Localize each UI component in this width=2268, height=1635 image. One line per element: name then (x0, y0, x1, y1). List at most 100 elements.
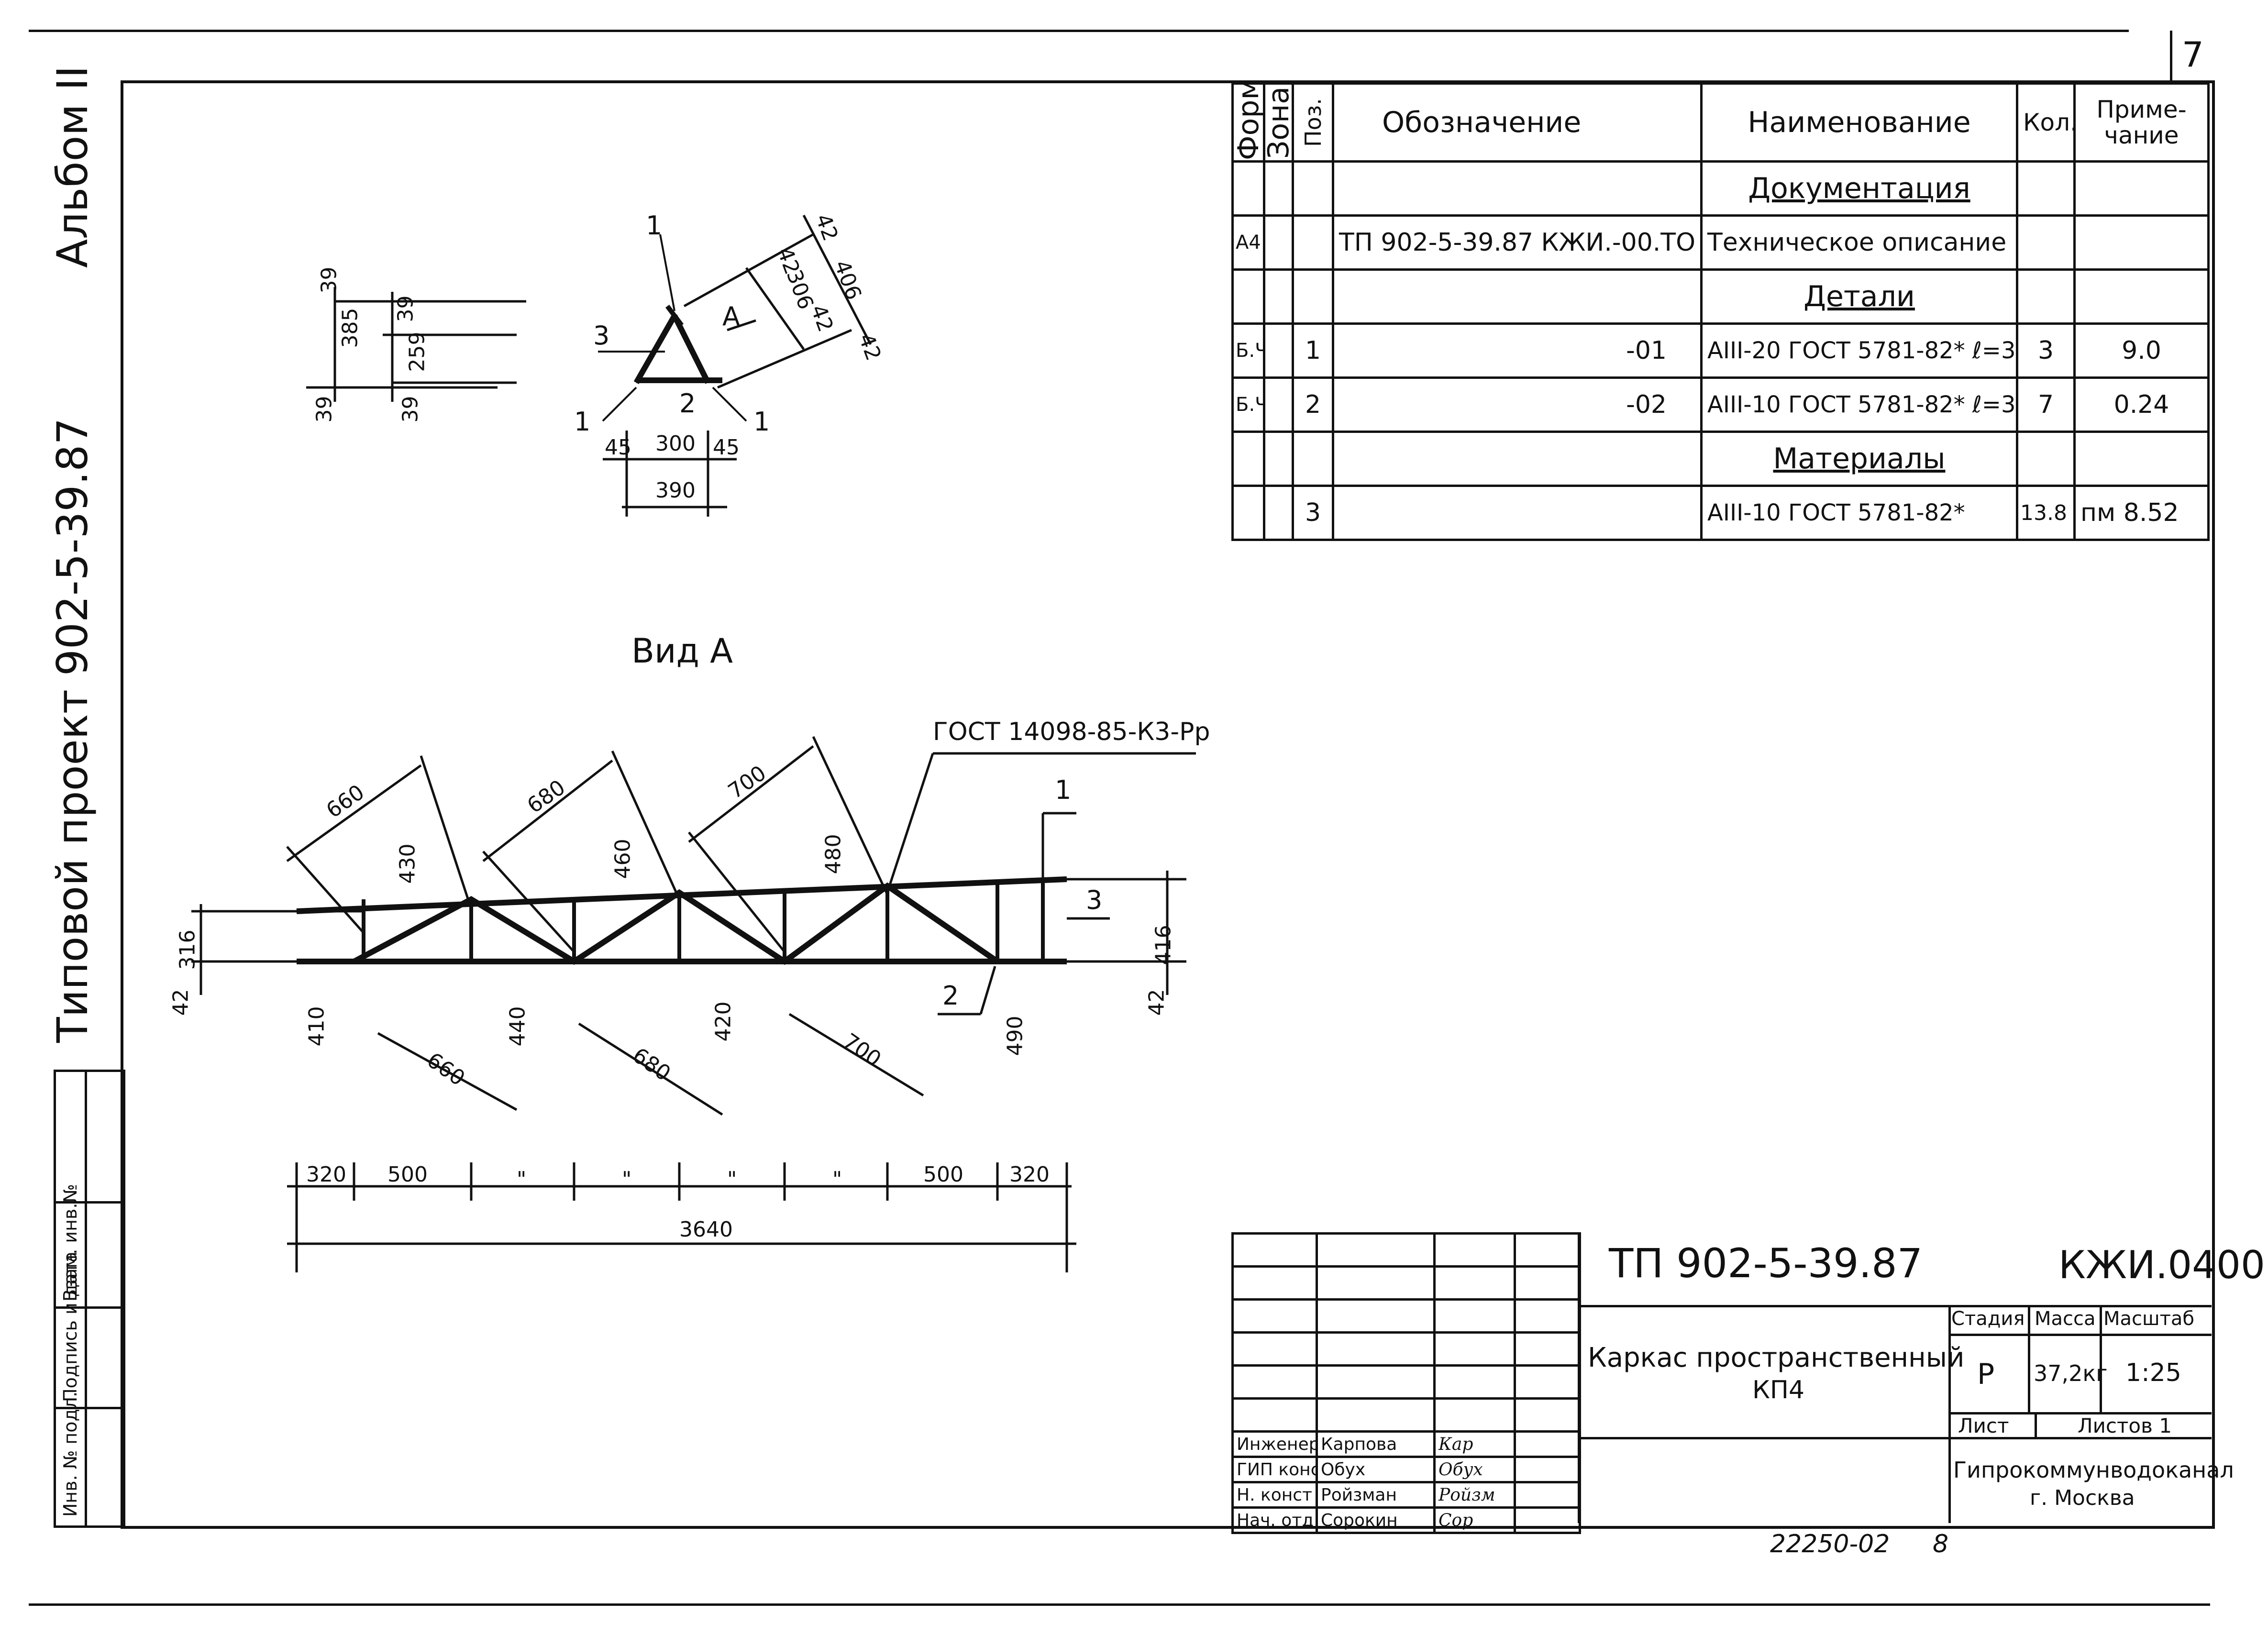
elevation-dim: 316 (175, 929, 200, 970)
sheet-number-box: 7 (2170, 31, 2212, 83)
signature-table: Инженер Карпова Кар ГИП конс. Обух Обух … (1231, 1232, 1581, 1534)
mass-value: 37,2кг (2034, 1360, 2108, 1386)
signature-role: Нач. отд. (1231, 1506, 1318, 1534)
row-qty: 13.8 (2016, 485, 2076, 541)
spacing-dim: " (727, 1167, 737, 1192)
signature-name: Сорокин (1316, 1506, 1436, 1534)
footer-page: 8 (1933, 1530, 1949, 1558)
signature-role: ГИП конс. (1231, 1456, 1318, 1483)
spec-row: 3 АIII-10 ГОСТ 5781-82* 13.8 пм 8.52 (1231, 485, 2210, 541)
scale-value: 1:25 (2125, 1359, 2181, 1387)
specification-table: Формат Зона Поз. Обозначение Наименовани… (1231, 82, 2210, 541)
spacing-dim: 320 (306, 1162, 346, 1187)
section-dim: 39 (393, 295, 418, 322)
header-name: Наименование (1700, 82, 2018, 163)
section-details: Детали (1700, 268, 2018, 325)
elevation-label: 2 (942, 981, 959, 1011)
weld-note: ГОСТ 14098-85-К3-Рр (933, 718, 1210, 746)
elevation-dim: 430 (395, 843, 420, 884)
overall-dim: 3640 (679, 1217, 733, 1242)
elevation-label: 3 (1086, 885, 1103, 915)
section-label: 1 (574, 407, 591, 437)
elevation-dim: 410 (304, 1006, 329, 1047)
row-note (2073, 214, 2210, 271)
section-row: Материалы (1231, 431, 2210, 487)
org-line2: г. Москва (2030, 1486, 2135, 1510)
section-dim: 300 (655, 431, 696, 456)
elevation-dim: 460 (610, 839, 635, 879)
sheet-number: 7 (2182, 34, 2204, 75)
title-drawing-id: КЖИ.0400 (2058, 1243, 2265, 1287)
signature-mark: Кар (1433, 1430, 1516, 1458)
row-format (1231, 485, 1265, 541)
signature-name: Карпова (1316, 1430, 1436, 1458)
spacing-dim: 320 (1009, 1162, 1050, 1187)
header-qty: Кол. (2016, 82, 2076, 163)
signature-name: Обух (1316, 1456, 1436, 1483)
row-designation: ТП 902-5-39.87 КЖИ.-00.ТО (1332, 214, 1703, 271)
section-dim: 259 (405, 331, 430, 372)
section-documentation: Документация (1700, 160, 2018, 217)
spacing-dim: 500 (923, 1162, 963, 1187)
signature-role: Н. конст (1231, 1481, 1318, 1509)
row-name: АIII-20 ГОСТ 5781-82* ℓ=3640 (1700, 322, 2018, 379)
elevation-label: 1 (1055, 775, 1072, 805)
section-dim: 39 (317, 266, 342, 294)
row-qty: 3 (2016, 322, 2076, 379)
org-line1: Гипрокоммунводоканал (1953, 1457, 2234, 1483)
spacing-dim: " (832, 1167, 842, 1192)
elevation-dim: 42 (1144, 989, 1169, 1016)
signature-role: Инженер (1231, 1430, 1318, 1458)
signature-mark: Ройзм (1433, 1481, 1516, 1509)
section-dim: 45 (713, 435, 740, 460)
spacing-dim: 500 (387, 1162, 428, 1187)
row-format: Б.Ч (1231, 376, 1265, 433)
signature-row: Нач. отд. Сорокин Сор (1231, 1506, 1581, 1534)
row-pos: 2 (1292, 376, 1334, 433)
elevation-dim: 490 (1003, 1016, 1028, 1056)
section-dim: 390 (655, 478, 696, 503)
section-label: 3 (593, 320, 610, 351)
row-qty: 7 (2016, 376, 2076, 433)
section-row: Детали (1231, 268, 2210, 325)
row-designation (1332, 485, 1703, 541)
spec-row: Б.Ч 1 -01 АIII-20 ГОСТ 5781-82* ℓ=3640 3… (1231, 322, 2210, 379)
header-note: Приме-чание (2073, 82, 2210, 163)
row-pos: 3 (1292, 485, 1334, 541)
section-dim: 45 (605, 435, 631, 460)
title-code: ТП 902-5-39.87 (1609, 1240, 1923, 1287)
sheet-label: Лист (1958, 1414, 2009, 1437)
section-materials: Материалы (1700, 431, 2018, 487)
header-designation: Обозначение (1332, 82, 1703, 163)
title-name-line1: Каркас пространственный (1588, 1342, 1965, 1373)
signature-mark: Обух (1433, 1456, 1516, 1483)
row-name: Техническое описание (1700, 214, 2018, 271)
row-note: 9.0 (2073, 322, 2210, 379)
section-dim: 39 (398, 396, 423, 423)
row-name: АIII-10 ГОСТ 5781-82* ℓ=390 (1700, 376, 2018, 433)
top-border-line (29, 30, 2129, 32)
spec-header-row: Формат Зона Поз. Обозначение Наименовани… (1232, 82, 2210, 163)
spacing-dim: " (517, 1167, 527, 1192)
spec-row: Б.Ч 2 -02 АIII-10 ГОСТ 5781-82* ℓ=390 7 … (1231, 376, 2210, 433)
section-label: 1 (753, 407, 770, 437)
row-note: 0.24 (2073, 376, 2210, 433)
row-designation: -01 (1332, 322, 1703, 379)
section-label: 2 (679, 388, 696, 419)
row-designation: -02 (1332, 376, 1703, 433)
elevation-dim: 440 (505, 1006, 530, 1047)
mass-label: Масса (2035, 1308, 2096, 1330)
stage-value: Р (1977, 1358, 1995, 1391)
title-name-line2: КП4 (1752, 1376, 1805, 1404)
row-pos (1292, 214, 1334, 271)
section-label: А (722, 301, 740, 331)
elevation-dim: 480 (821, 834, 846, 874)
sheets-label: Листов 1 (2078, 1414, 2172, 1437)
row-name: АIII-10 ГОСТ 5781-82* (1700, 485, 2018, 541)
elevation-dim: 42 (168, 989, 193, 1016)
footer-code: 22250-02 (1770, 1530, 1890, 1558)
row-format: А4 (1231, 214, 1265, 271)
section-dim: 39 (312, 396, 337, 423)
signature-row: ГИП конс. Обух Обух (1231, 1456, 1581, 1483)
